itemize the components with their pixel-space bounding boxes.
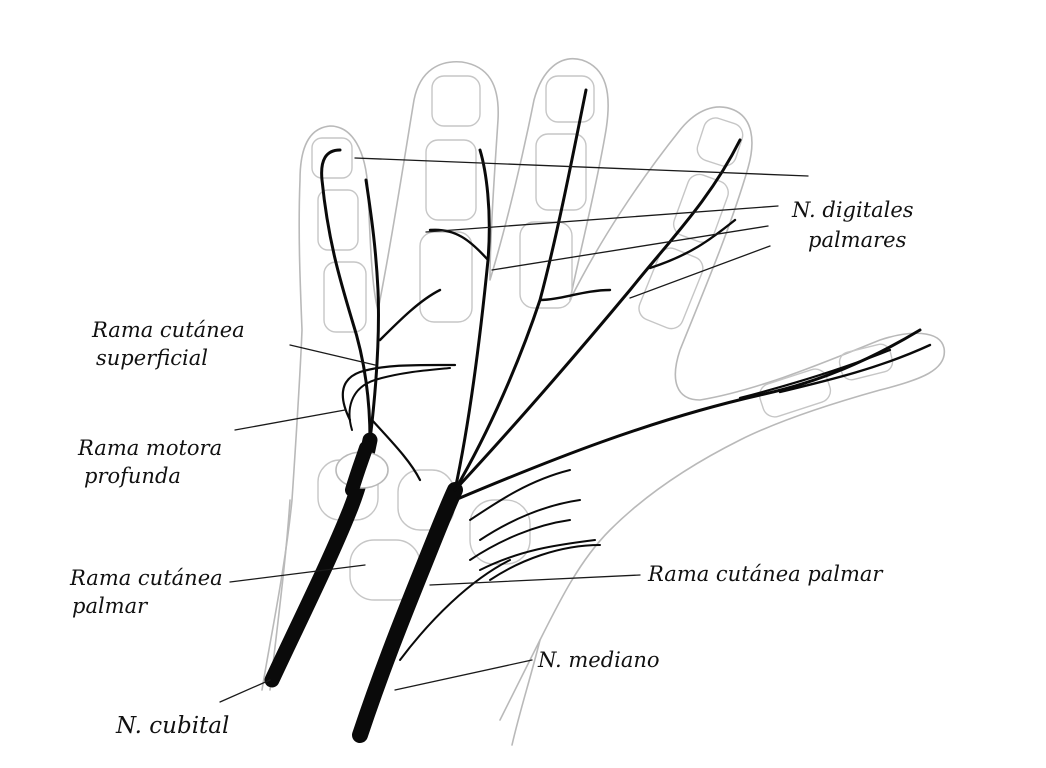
median-nerve	[360, 90, 930, 735]
label-rama-cutanea-palmar-left-line1: Rama cutánea	[70, 566, 223, 590]
label-rama-cutanea-palmar-left-line2: palmar	[72, 594, 147, 618]
label-rama-motora-line1: Rama motora	[78, 436, 222, 460]
label-n-mediano: N. mediano	[538, 648, 660, 672]
label-n-cubital: N. cubital	[116, 714, 229, 738]
label-rama-superficial-line1: Rama cutánea	[92, 318, 245, 342]
wrist-right	[512, 640, 540, 745]
label-digitales-line1: N. digitales	[792, 198, 914, 222]
label-rama-superficial-line2: superficial	[96, 346, 208, 370]
label-rama-cutanea-palmar-right: Rama cutánea palmar	[648, 562, 882, 586]
finger-bones	[312, 76, 895, 600]
label-digitales-line2: palmares	[808, 228, 906, 252]
label-rama-motora-line2: profunda	[84, 464, 181, 488]
